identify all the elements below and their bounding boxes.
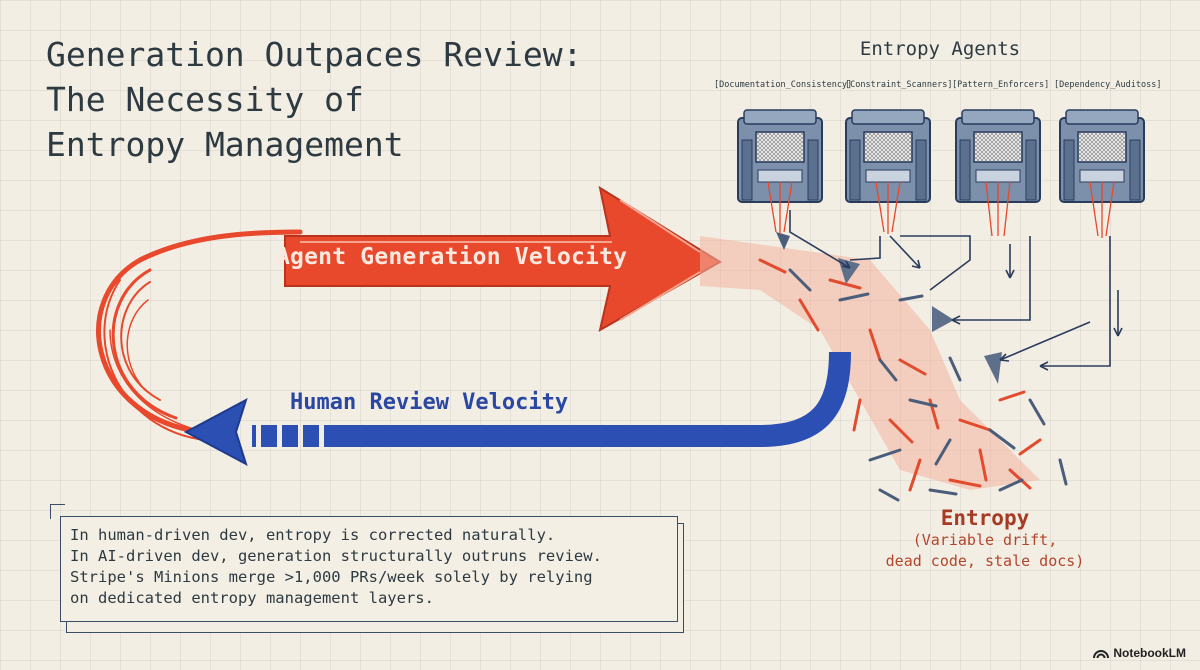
entropy-subtitle-line-2: dead code, stale docs) [885,552,1085,570]
entropy-agents-title: Entropy Agents [859,38,1021,60]
note-line-2: In AI-driven dev, generation structurall… [70,547,602,565]
note-corner-mark [50,504,65,519]
entropy-title: Entropy [940,506,1030,530]
note-line-3: Stripe's Minions merge >1,000 PRs/week s… [70,568,593,586]
agent-connectors [789,210,1123,371]
agent-label-pattern: [Pattern_Enforcers] [952,80,1050,90]
agent-label-dependency: [Dependency_Auditoss] [1054,80,1162,90]
human-velocity-label: Human Review Velocity [290,390,569,415]
title-line-1: Generation Outpaces Review: [46,35,583,74]
human-review-arrow [183,351,851,467]
note-box: In human-driven dev, entropy is correcte… [60,516,678,622]
agent-velocity-label: Agent Generation Velocity [276,244,628,270]
notebooklm-logo-icon [1093,650,1110,659]
notebooklm-brand: NotebookLM [1093,646,1186,660]
agent-machine-2 [955,109,1041,237]
agent-arrow-tail [96,229,303,441]
note-line-4: on dedicated entropy management layers. [70,589,434,607]
brand-label: NotebookLM [1113,646,1186,660]
agent-machine-3 [1059,109,1145,238]
agent-label-constraint: [Constraint_Scanners] [845,80,953,90]
agent-generation-arrow [284,185,1040,490]
note-line-1: In human-driven dev, entropy is correcte… [70,526,556,544]
agent-label-documentation: [Documentation_Consistency] [714,80,853,90]
page-title: Generation Outpaces Review: The Necessit… [46,32,686,167]
title-line-3: Entropy Management [46,125,404,164]
entropy-subtitle-line-1: (Variable drift, [912,531,1058,549]
title-line-2: The Necessity of [46,80,364,119]
agent-machine-0 [737,109,823,234]
entropy-debris [758,232,1068,502]
agent-machine-1 [845,109,931,234]
entropy-caption: Entropy (Variable drift, dead code, stal… [860,506,1110,572]
